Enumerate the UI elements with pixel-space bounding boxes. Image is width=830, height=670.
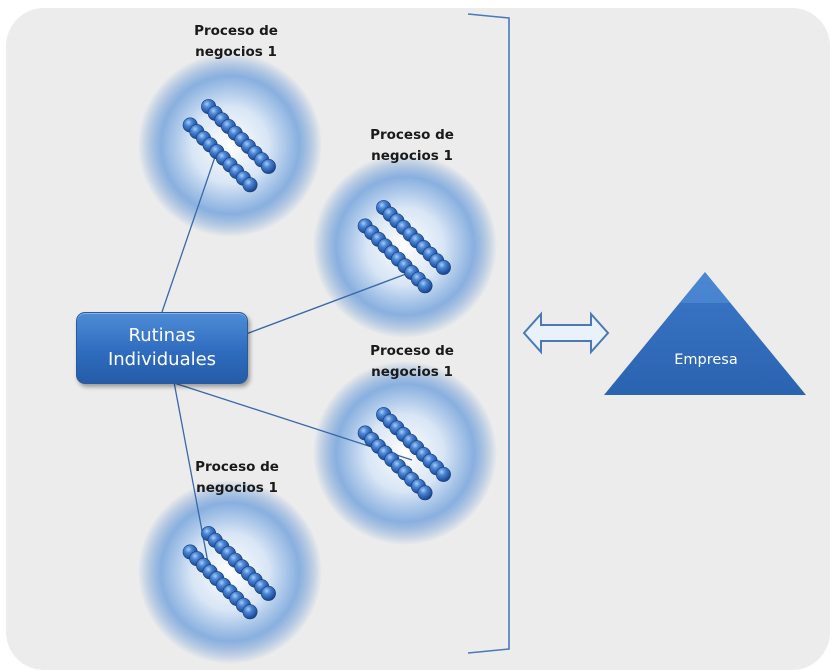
bead-cluster-1 [182, 99, 276, 193]
bead-cluster-3 [357, 407, 451, 501]
bead [435, 466, 451, 482]
process-label-4: Proceso de negocios 1 [195, 459, 279, 496]
routine-box: Rutinas Individuales [76, 312, 248, 384]
company-triangle-highlight [680, 272, 730, 303]
bead [435, 259, 451, 275]
process-label-3: Proceso de negocios 1 [370, 343, 454, 380]
process-halo-4 [138, 480, 322, 664]
process-halo-1 [138, 53, 322, 237]
routine-label-line1: Rutinas [128, 325, 196, 346]
routine-label-line2: Individuales [107, 349, 217, 370]
bead [242, 177, 258, 193]
connector-line [161, 147, 219, 313]
right-bracket [467, 13, 510, 654]
bead-cluster-2 [357, 200, 451, 294]
bead-cluster-4 [182, 526, 276, 620]
process-halo-2 [313, 154, 497, 338]
process-halo-3 [313, 361, 497, 545]
bead [242, 604, 258, 620]
bead [417, 278, 433, 294]
company-label: Empresa [674, 352, 738, 368]
bead [260, 158, 276, 174]
double-arrow-icon [522, 311, 610, 355]
company-triangle [604, 272, 806, 395]
bead [417, 485, 433, 501]
process-label-2: Proceso de negocios 1 [370, 127, 454, 164]
bead [260, 585, 276, 601]
connector-line [173, 381, 213, 585]
process-label-1: Proceso de negocios 1 [194, 23, 278, 60]
connector-line [245, 273, 407, 335]
